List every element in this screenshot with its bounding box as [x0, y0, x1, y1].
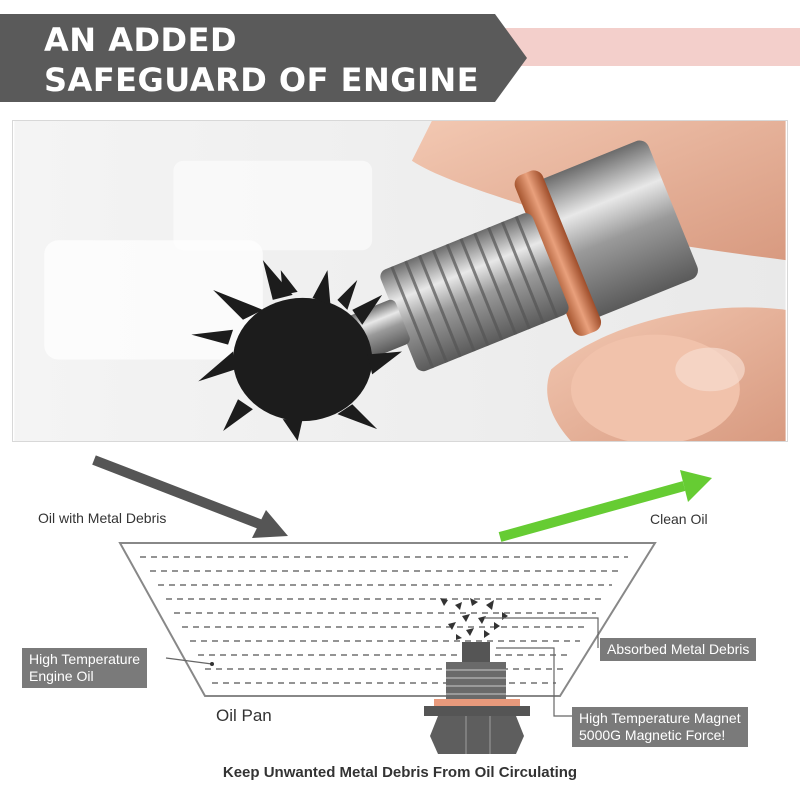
outflow-arrow	[498, 470, 712, 542]
magnet-plug-diagram	[424, 642, 530, 754]
banner-title-line2: SAFEGUARD OF ENGINE	[44, 61, 480, 99]
drain-plug-photo	[344, 140, 698, 372]
hand-illustration	[411, 121, 786, 441]
leader-lines	[165, 617, 599, 717]
oil-dashes	[140, 556, 628, 684]
oil-pan-outline	[118, 542, 657, 697]
outflow-label: Clean Oil	[650, 511, 708, 527]
title-banner	[0, 14, 800, 102]
product-photo	[12, 120, 788, 442]
absorbed-debris-particles	[440, 598, 508, 640]
engine-oil-callout: High Temperature Engine Oil	[22, 648, 148, 688]
banner-title: AN ADDED SAFEGUARD OF ENGINE	[44, 20, 479, 100]
magnet-callout: High Temperature Magnet 5000G Magnetic F…	[572, 707, 748, 747]
absorbed-debris-callout: Absorbed Metal Debris	[600, 638, 757, 661]
oil-pan-label: Oil Pan	[216, 706, 272, 725]
oil-flow-diagram	[92, 455, 712, 754]
banner-title-line1: AN ADDED	[44, 21, 237, 59]
banner-dark-arrow	[0, 14, 527, 102]
inflow-arrow	[92, 455, 288, 538]
inflow-label: Oil with Metal Debris	[38, 510, 167, 526]
metal-debris-cluster	[191, 260, 402, 441]
banner-pink-bar	[500, 28, 800, 66]
diagram-caption: Keep Unwanted Metal Debris From Oil Circ…	[222, 764, 578, 781]
